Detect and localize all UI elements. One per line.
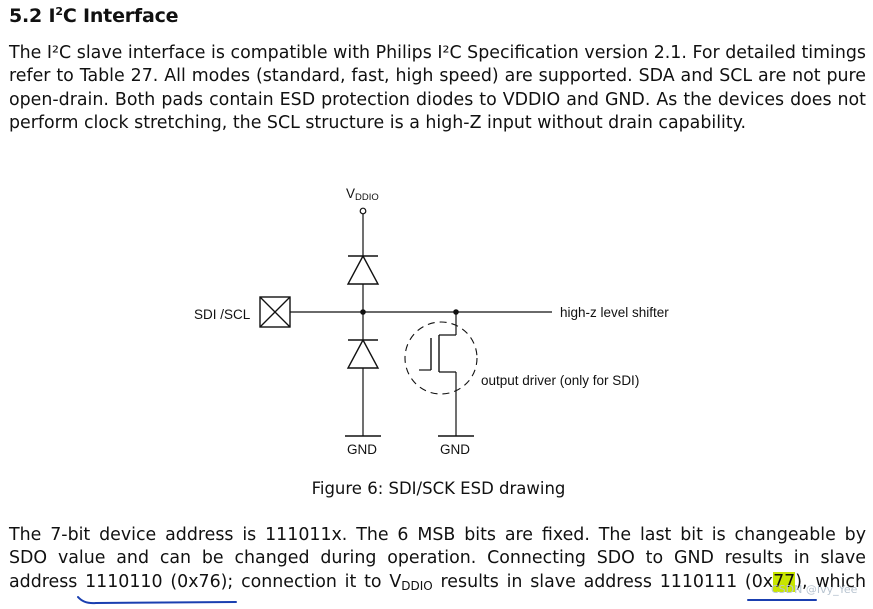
figure-caption-text: Figure 6: SDI/SCK ESD drawing [311, 479, 566, 498]
intro-line: capability. [658, 113, 747, 134]
intro-line: are not pure open-drain. Both pads conta… [9, 66, 866, 110]
shifter-label: high-z level shifter [560, 305, 669, 320]
lower-esd-diode [346, 338, 380, 369]
junction-dot-left [360, 309, 366, 315]
intro-paragraph: The I²C slave interface is compatible wi… [9, 42, 866, 136]
intro-line: The I²C slave interface is compatible wi… [9, 43, 796, 63]
address-line-3: address 1110110 (0x76); connection it to… [9, 571, 866, 594]
gnd-label-right: GND [440, 442, 470, 457]
driver-label: output driver (only for SDI) [481, 373, 639, 388]
section-number: 5.2 [9, 5, 43, 27]
vddio-label: VDDIO [346, 186, 379, 203]
address-text: ), which [795, 571, 866, 592]
address-line-1: The 7-bit device address is 111011x. The… [9, 525, 866, 545]
upper-esd-diode [346, 254, 380, 285]
address-text: address 1110110 (0x76); connection it to… [9, 571, 402, 592]
pin-label: SDI /SCL [194, 307, 251, 322]
vddio-terminal [359, 207, 367, 215]
junction-dot-right [453, 309, 459, 315]
address-paragraph: The 7-bit device address is 111011x. The… [9, 524, 866, 594]
intro-line: timings refer to Table 27. All modes (st… [9, 43, 866, 87]
figure-caption: Figure 6: SDI/SCK ESD drawing [0, 479, 873, 498]
pin-pad-icon [259, 296, 291, 328]
watermark: CSDN @Ivy_Yee [771, 583, 858, 596]
intro-line: devices does not perform clock stretchin… [9, 89, 867, 134]
address-text: results in slave address 1110111 (0x [432, 571, 774, 592]
address-line-2: SDO value and can be changed during oper… [9, 548, 866, 569]
section-title: I2C Interface [48, 5, 179, 27]
underline-annotation-1 [77, 596, 237, 605]
vddio-subscript: DDIO [401, 578, 433, 593]
gnd-label-left: GND [347, 442, 377, 457]
highlighted-value: 77 [773, 571, 796, 592]
output-driver-transistor [404, 312, 478, 436]
section-heading: 5.2 I2C Interface [9, 5, 179, 27]
